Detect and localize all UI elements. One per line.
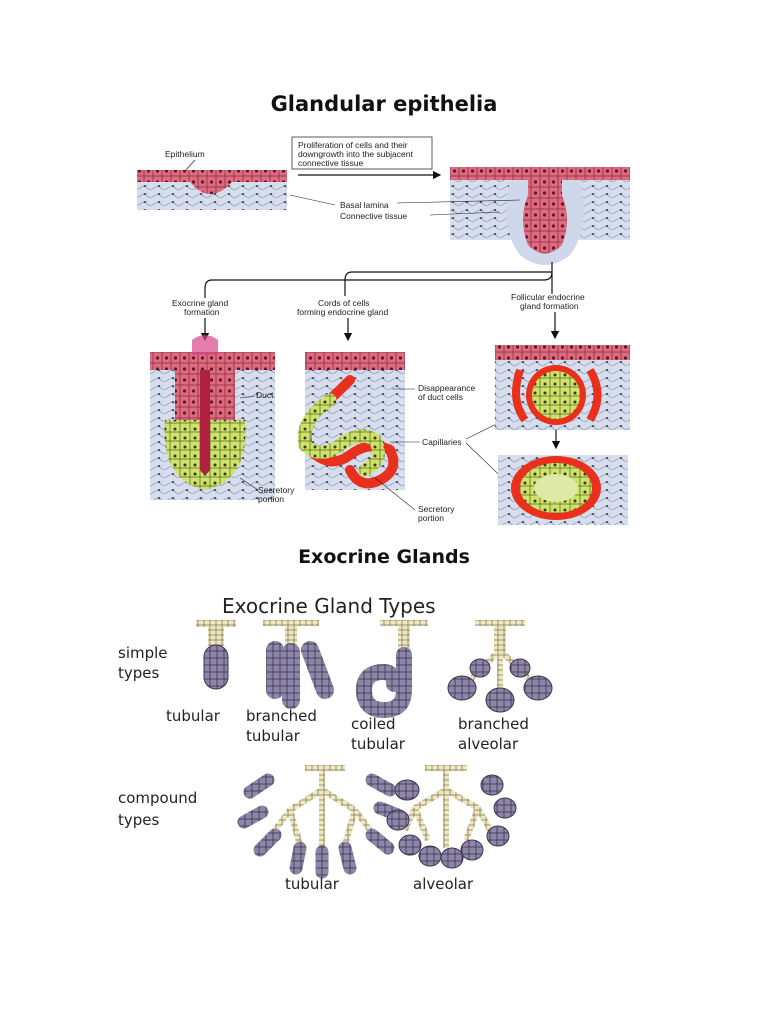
label-disappearance: Disappearance of duct cells: [392, 383, 475, 402]
svg-text:Proliferation of cells and the: Proliferation of cells and their: [298, 140, 408, 150]
label-basal-lamina: Basal lamina: [289, 194, 521, 210]
svg-text:gland formation: gland formation: [520, 301, 579, 311]
svg-text:Exocrine gland: Exocrine gland: [172, 298, 229, 308]
svg-text:Secretory: Secretory: [418, 504, 455, 514]
branch-connector: [204, 262, 553, 298]
title-exocrine-glands: Exocrine Glands: [298, 546, 470, 568]
exocrine-gland-illustration: [150, 335, 275, 500]
follicular-illustration-bottom: [498, 455, 628, 525]
label-connective-tissue: Connective tissue: [340, 211, 501, 221]
svg-text:portion: portion: [258, 494, 284, 504]
svg-text:Follicular endocrine: Follicular endocrine: [511, 292, 585, 302]
svg-text:Secretory: Secretory: [258, 485, 295, 495]
label-secretory-mid: Secretory portion: [374, 477, 455, 523]
svg-text:Capillaries: Capillaries: [422, 437, 462, 447]
label-duct: Duct: [239, 390, 274, 400]
svg-text:connective tissue: connective tissue: [298, 158, 363, 168]
follicular-illustration-top: [495, 345, 630, 430]
svg-text:Duct: Duct: [256, 390, 274, 400]
title-glandular-epithelia: Glandular epithelia: [270, 92, 498, 116]
svg-text:Disappearance: Disappearance: [418, 383, 475, 393]
cords-endocrine-illustration: [297, 352, 405, 490]
svg-text:Epithelium: Epithelium: [165, 149, 205, 159]
svg-text:portion: portion: [418, 513, 444, 523]
label-secretory-left: Secretory portion: [239, 477, 295, 504]
epithelium-initial: [137, 170, 287, 210]
label-exocrine-formation: Exocrine gland formation: [172, 298, 229, 342]
svg-text:of duct cells: of duct cells: [418, 392, 463, 402]
label-epithelium: Epithelium: [165, 149, 205, 172]
svg-text:downgrowth into the subjacent: downgrowth into the subjacent: [298, 149, 413, 159]
svg-text:formation: formation: [184, 307, 220, 317]
epithelium-downgrowth: [450, 167, 630, 265]
label-follicular-endocrine: Follicular endocrine gland formation: [511, 292, 585, 340]
label-cords-endocrine: Cords of cells forming endocrine gland: [297, 298, 388, 342]
svg-text:forming endocrine gland: forming endocrine gland: [297, 307, 388, 317]
label-proliferation-box: Proliferation of cells and their downgro…: [291, 136, 433, 170]
svg-text:Connective tissue: Connective tissue: [340, 211, 407, 221]
svg-text:Cords of cells: Cords of cells: [318, 298, 370, 308]
svg-text:Basal lamina: Basal lamina: [340, 200, 389, 210]
